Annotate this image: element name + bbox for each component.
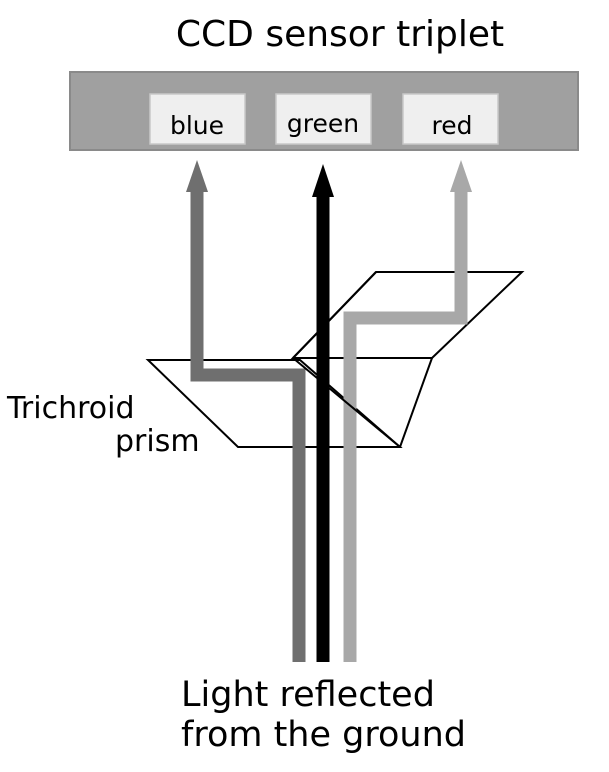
sensor-blue: blue: [149, 93, 246, 145]
diagram-title: CCD sensor triplet: [176, 14, 504, 55]
red-beam-path: [343, 190, 468, 662]
prism-label-line1: Trichroid: [6, 391, 135, 426]
green-light-beam: [312, 164, 334, 662]
sensor-blue-cell: [149, 93, 246, 145]
green-arrowhead: [312, 164, 334, 197]
blue-beam-path: [190, 190, 306, 662]
sensor-red-cell: [402, 93, 499, 145]
sensor-green-label: green: [287, 109, 359, 138]
prism-front-edge-upper: [292, 271, 377, 359]
sensor-blue-label: blue: [170, 111, 224, 140]
source-label-line1: Light reflected: [181, 675, 435, 715]
sensor-red: red: [402, 93, 499, 145]
sensor-green: green: [275, 93, 372, 145]
prism-side-edge: [399, 357, 433, 448]
prism-label-line2: prism: [115, 424, 200, 459]
blue-arrowhead: [186, 160, 208, 192]
sensor-red-label: red: [432, 111, 473, 140]
red-arrowhead: [450, 160, 472, 192]
prism-front-edge-diagonal: [292, 357, 401, 448]
sensor-green-cell: [275, 93, 372, 145]
source-label-line2: from the ground: [181, 715, 466, 755]
red-light-beam: [343, 160, 472, 662]
blue-light-beam: [186, 160, 306, 662]
